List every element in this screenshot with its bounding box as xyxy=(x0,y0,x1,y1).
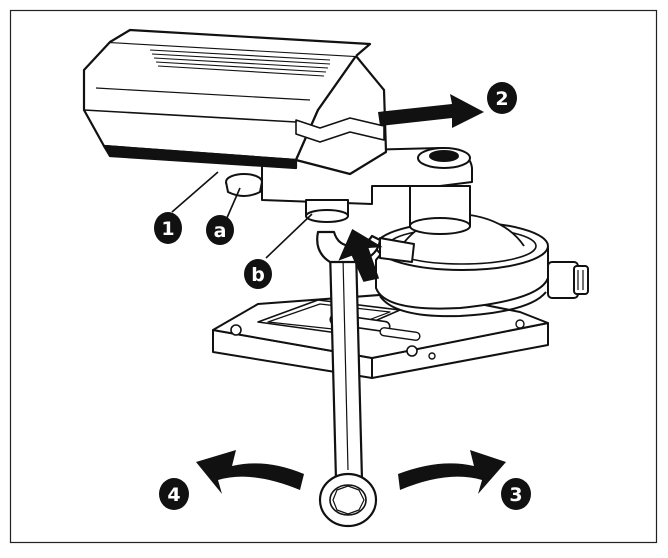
svg-text:4: 4 xyxy=(167,484,180,506)
callout-3: 3 xyxy=(501,478,531,510)
callout-4: 4 xyxy=(159,478,189,510)
tilt-head-arm xyxy=(225,147,473,263)
svg-text:2: 2 xyxy=(495,88,508,110)
svg-text:b: b xyxy=(251,264,265,286)
callout-2: 2 xyxy=(487,82,517,114)
callout-a: a xyxy=(206,215,234,245)
mounting-base-plate xyxy=(212,291,549,379)
rotating-base-housing xyxy=(375,213,589,318)
svg-text:3: 3 xyxy=(509,484,522,506)
slide-arrow xyxy=(378,94,484,128)
rotate-right-arrow xyxy=(398,450,506,494)
svg-text:a: a xyxy=(214,220,227,242)
svg-text:1: 1 xyxy=(161,218,174,240)
callout-1: 1 xyxy=(154,212,182,244)
diagram-border xyxy=(9,9,658,544)
rotate-left-arrow xyxy=(196,450,304,494)
leader-lines xyxy=(171,171,313,259)
callout-b: b xyxy=(244,259,272,289)
tighten-arrow xyxy=(338,229,383,282)
camera-housing xyxy=(82,28,388,176)
